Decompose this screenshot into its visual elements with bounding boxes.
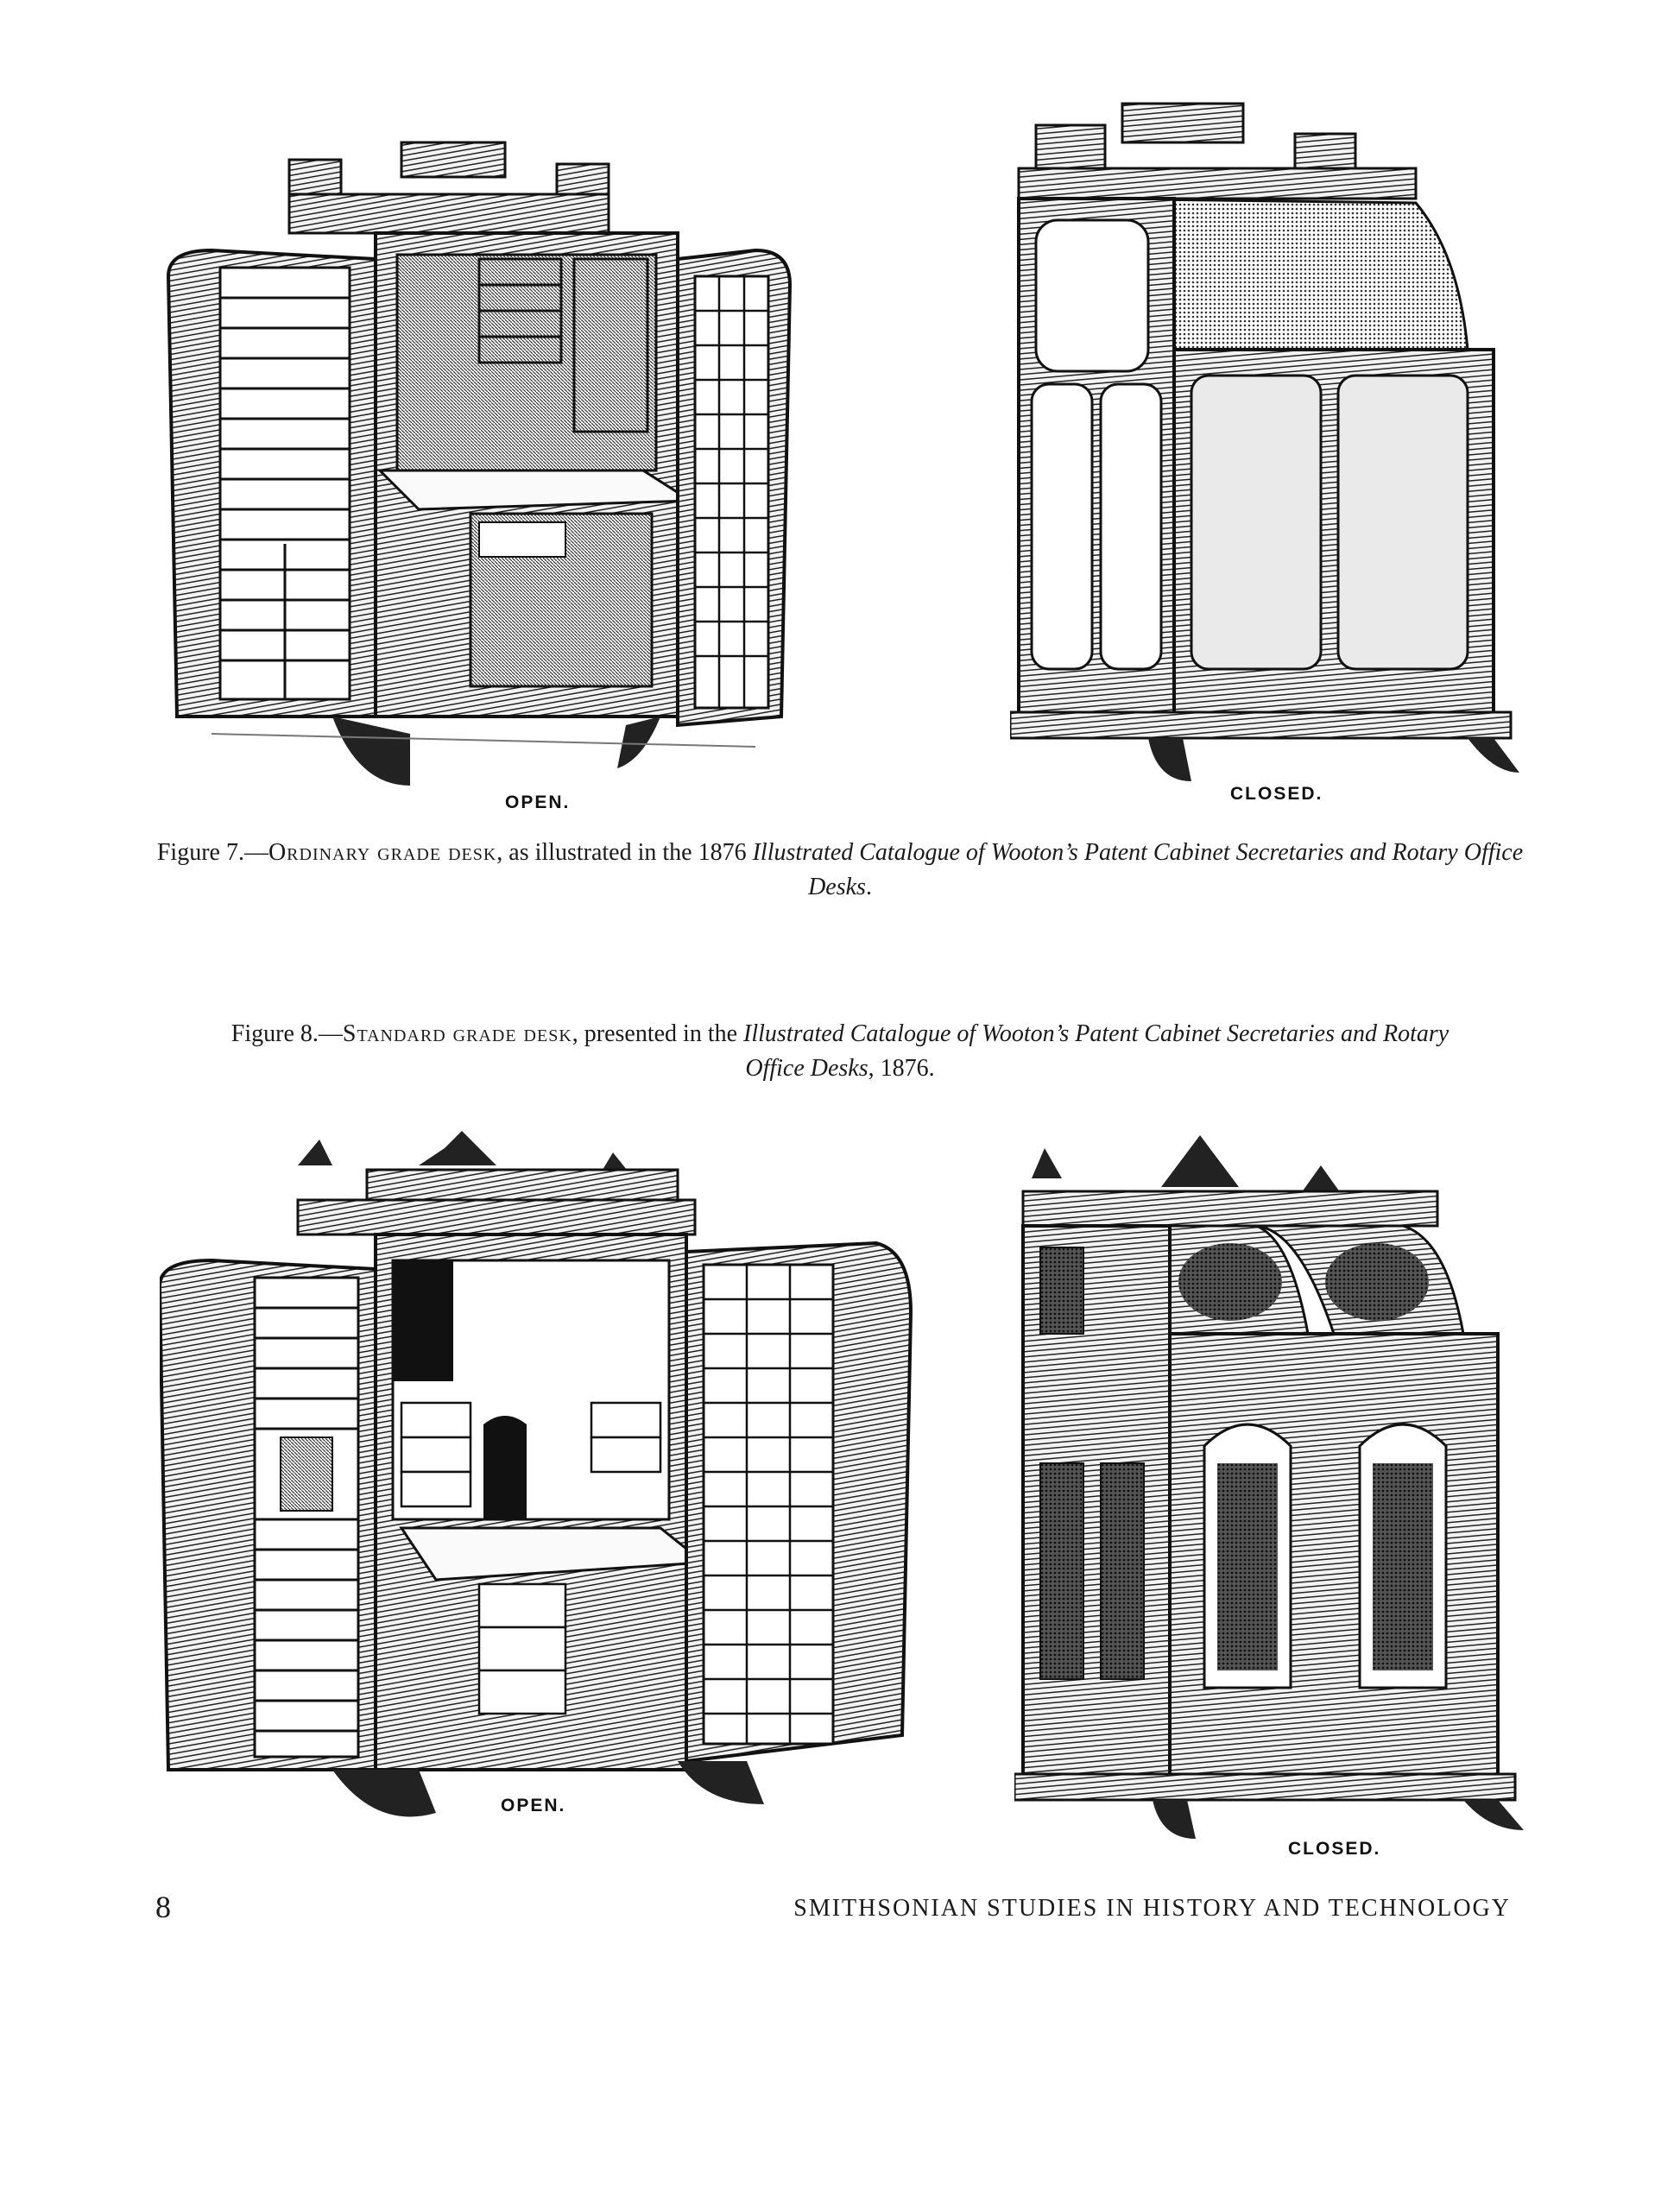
figure7-caption: Figure 7.—Ordinary grade desk, as illust… xyxy=(155,836,1525,905)
figure7-open-desk-illustration xyxy=(160,129,799,794)
figure8-closed-desk-illustration xyxy=(1014,1118,1532,1839)
figure8-open-desk-illustration xyxy=(160,1114,919,1822)
figure8-caption-suffix: , 1876. xyxy=(868,1055,935,1082)
page-number: 8 xyxy=(155,1889,171,1925)
figure8-caption-middle: , presented in the xyxy=(572,1020,743,1047)
figure8-caption: Figure 8.—Standard grade desk, presented… xyxy=(224,1017,1456,1086)
figure7-closed-label: CLOSED. xyxy=(1230,784,1323,805)
figure7-open-label: OPEN. xyxy=(505,792,570,813)
figure8-caption-prefix: Figure 8.— xyxy=(231,1020,343,1047)
figure7-caption-suffix: . xyxy=(866,874,872,900)
figure8-closed-label: CLOSED. xyxy=(1288,1839,1380,1860)
figure8-caption-subject: Standard grade desk xyxy=(343,1020,572,1047)
figure7-caption-middle: , as illustrated in the 1876 xyxy=(496,839,752,866)
figure8-caption-title: Illustrated Catalogue of Wooton’s Patent… xyxy=(743,1020,1449,1082)
figure7-closed-desk-illustration xyxy=(1010,99,1528,781)
figure7-caption-prefix: Figure 7.— xyxy=(157,839,268,866)
figure8-open-label: OPEN. xyxy=(501,1796,565,1816)
running-title: SMITHSONIAN STUDIES IN HISTORY AND TECHN… xyxy=(793,1895,1511,1923)
figure7-caption-subject: Ordinary grade desk xyxy=(268,839,496,866)
